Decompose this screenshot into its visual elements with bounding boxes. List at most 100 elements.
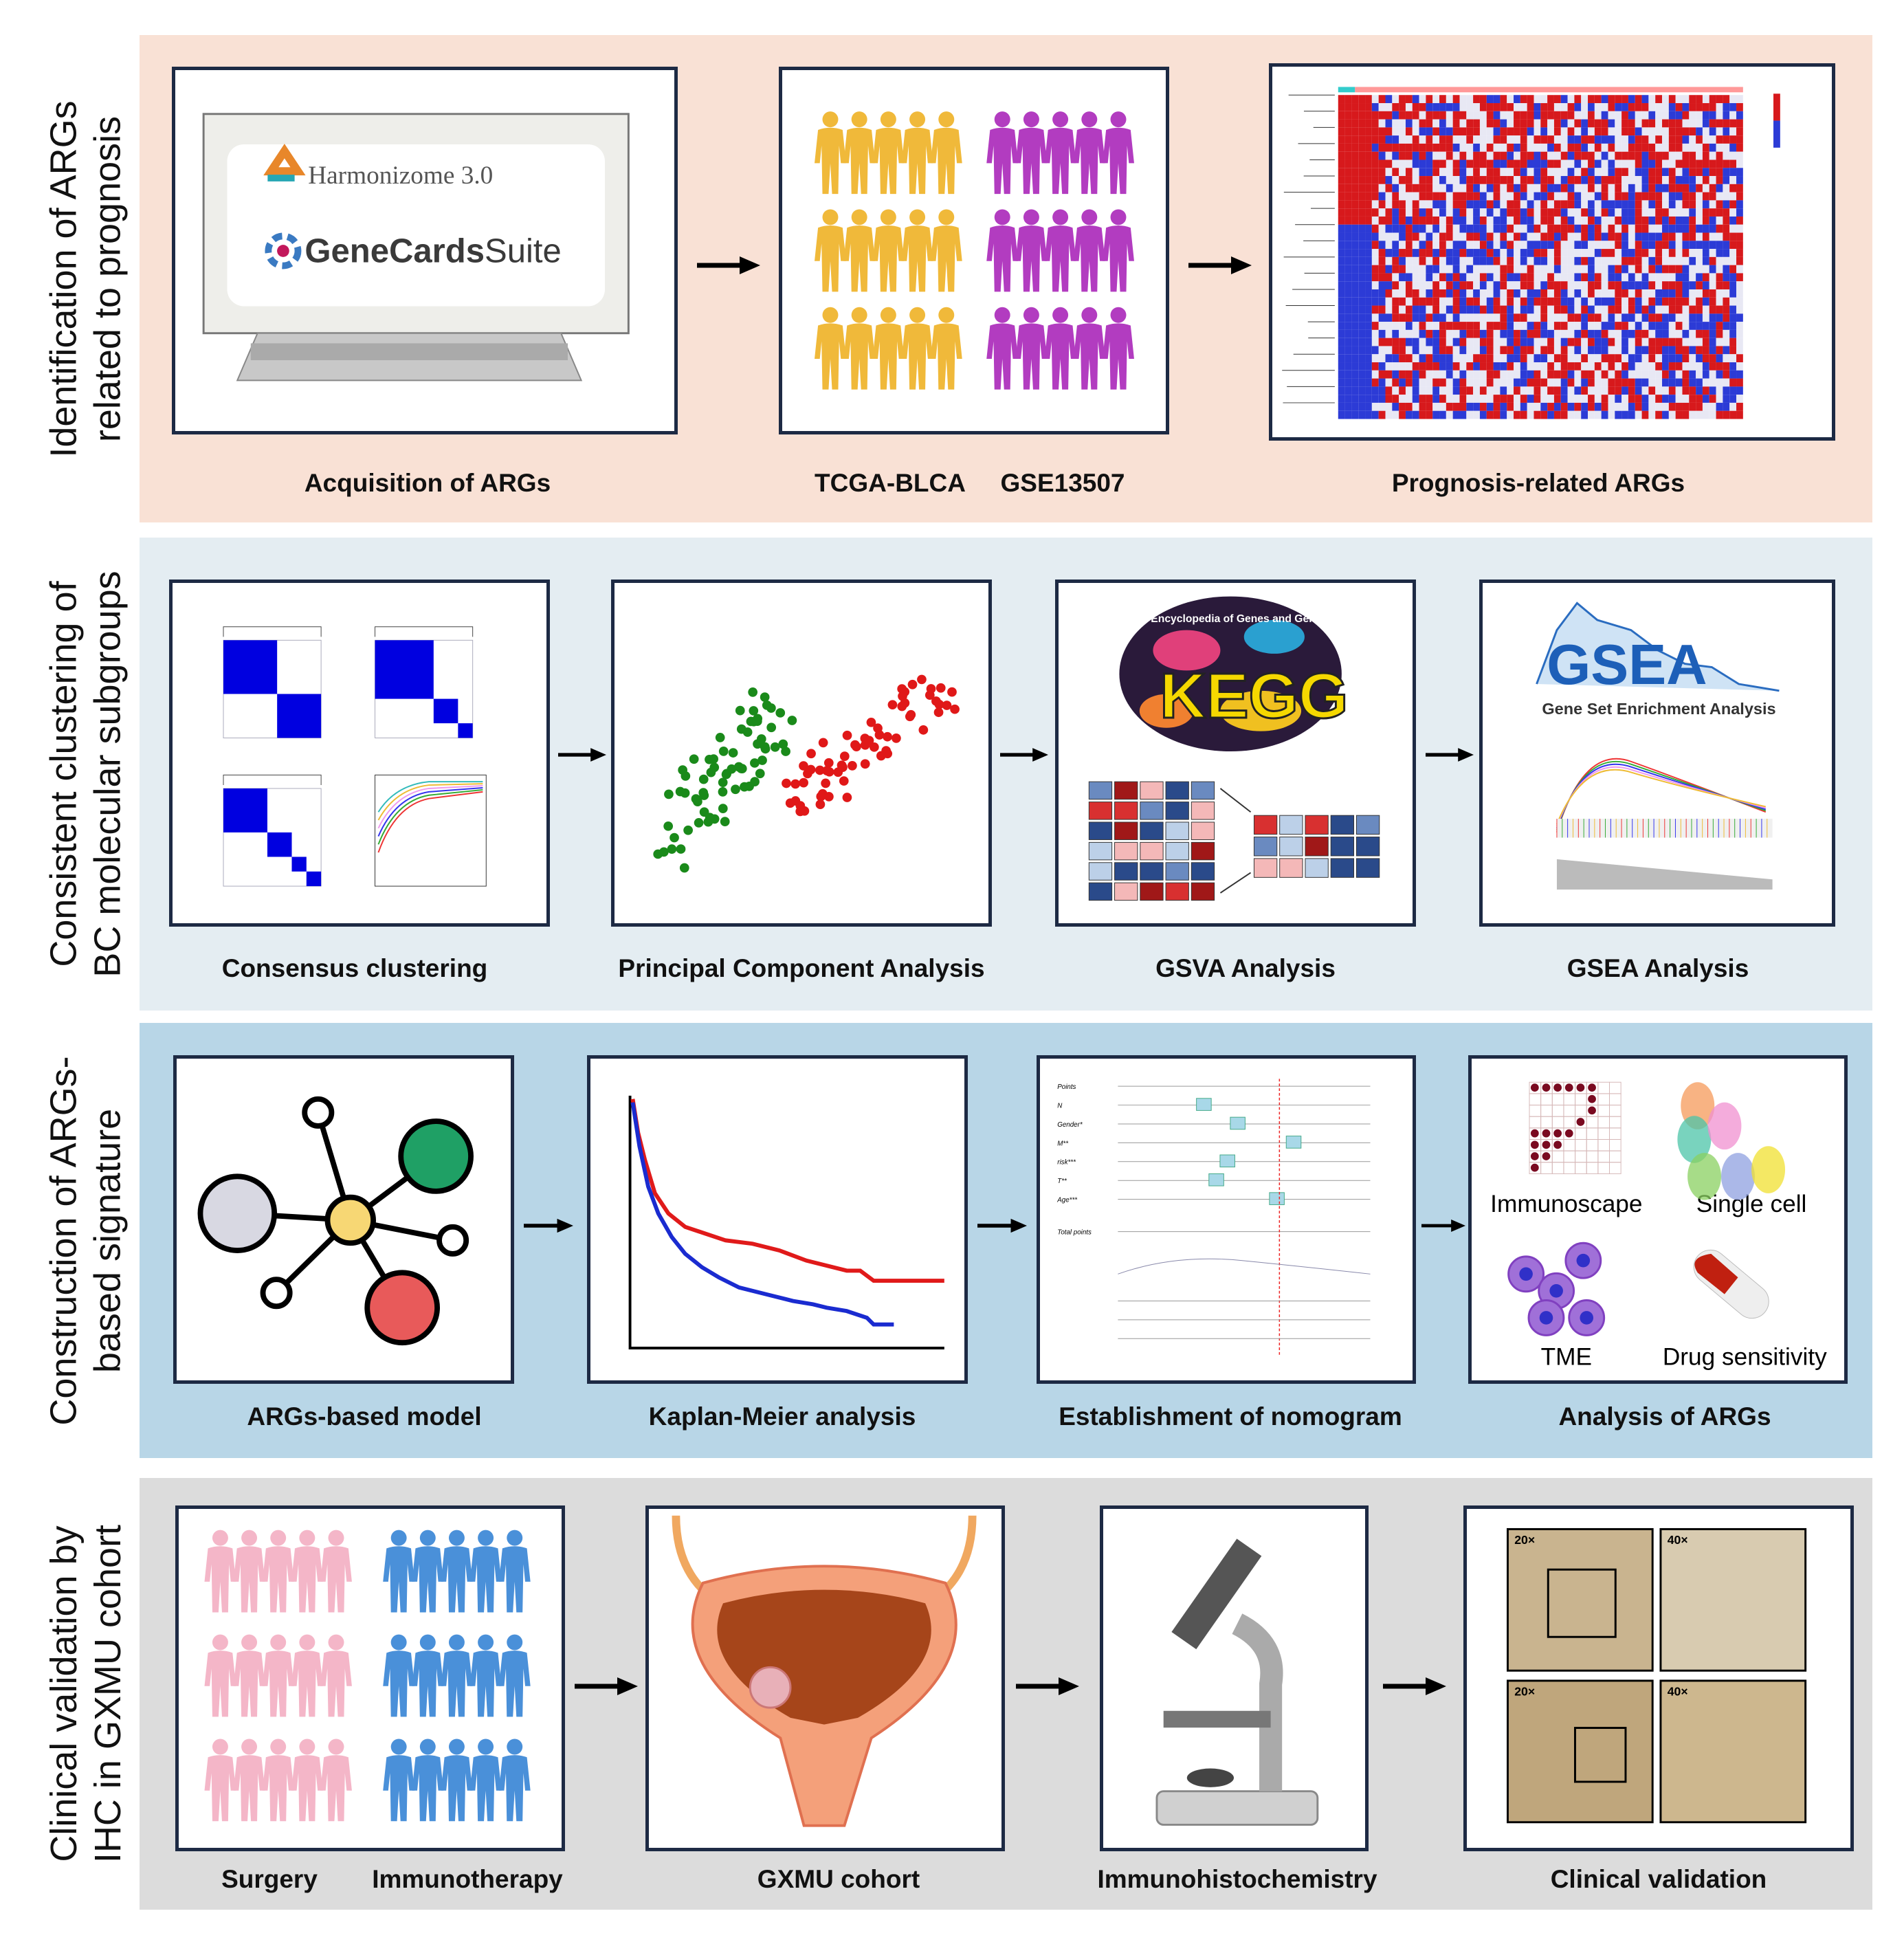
heatmap-cell	[1399, 95, 1406, 104]
heatmap-cell	[1689, 354, 1696, 363]
heatmap-cell	[1628, 378, 1635, 387]
heatmap-cell	[1459, 305, 1467, 314]
heatmap-cell	[1668, 151, 1676, 160]
heatmap-cell	[1493, 103, 1501, 111]
heatmap-cell	[1628, 95, 1635, 104]
heatmap-cell	[1473, 241, 1480, 250]
heatmap-cell	[1581, 256, 1588, 265]
heatmap-cell	[1479, 241, 1487, 250]
heatmap-cell	[1527, 362, 1534, 371]
heatmap-cell	[1662, 192, 1669, 201]
heatmap-cell	[1439, 281, 1446, 289]
heatmap-cell	[1588, 208, 1595, 217]
pca-point-green	[766, 703, 776, 713]
heatmap-cell	[1439, 111, 1446, 120]
heatmap-cell	[1405, 329, 1413, 338]
single-cell-label: Single cell	[1696, 1191, 1807, 1217]
heatmap-cell	[1574, 184, 1582, 192]
heatmap-cell	[1588, 402, 1595, 411]
heatmap-cell	[1365, 329, 1372, 338]
heatmap-cell	[1689, 200, 1696, 209]
heatmap-cell	[1520, 322, 1527, 330]
heatmap-cell	[1702, 176, 1709, 184]
heatmap-cell	[1560, 249, 1568, 257]
heatmap-cell	[1358, 192, 1366, 201]
heatmap-cell	[1736, 208, 1743, 217]
immunoscape-grid-cell	[1575, 1139, 1587, 1151]
heatmap-cell	[1648, 111, 1656, 120]
heatmap-cell	[1594, 273, 1602, 282]
heatmap-cell	[1385, 241, 1393, 250]
heatmap-cell	[1392, 305, 1399, 314]
heatmap-cell	[1405, 395, 1413, 403]
person-body	[262, 1546, 294, 1613]
heatmap-cell	[1432, 111, 1440, 120]
heatmap-cell	[1473, 313, 1480, 322]
heatmap-cell	[1466, 329, 1474, 338]
heatmap-cell	[1371, 329, 1379, 338]
heatmap-cell	[1729, 103, 1737, 111]
heatmap-cell	[1581, 111, 1588, 120]
heatmap-cell	[1668, 313, 1676, 322]
heatmap-cell	[1675, 346, 1683, 355]
person-body	[233, 1651, 265, 1717]
heatmap-cell	[1581, 176, 1588, 184]
heatmap-cell	[1385, 232, 1393, 241]
heatmap-cell	[1553, 370, 1561, 379]
cdf-line	[377, 791, 483, 853]
immunoscape-grid-cell	[1575, 1162, 1587, 1174]
heatmap-cell	[1574, 354, 1582, 363]
heatmap-cell	[1696, 395, 1703, 403]
heatmap-cell	[1574, 410, 1582, 419]
heatmap-cell	[1351, 256, 1359, 265]
heatmap-cell	[1709, 159, 1716, 168]
heatmap-cell	[1628, 168, 1635, 177]
heatmap-cell	[1459, 192, 1467, 201]
immunoscape-dot	[1588, 1083, 1596, 1092]
heatmap-cell	[1553, 200, 1561, 209]
heatmap-cell	[1662, 395, 1669, 403]
heatmap-cell	[1567, 256, 1575, 265]
heatmap-cell	[1371, 370, 1379, 379]
heatmap-cell	[1615, 265, 1622, 274]
heatmap-cell	[1371, 338, 1379, 346]
heatmap-cell	[1588, 184, 1595, 192]
heatmap-cell	[1486, 184, 1494, 192]
heatmap-cell	[1378, 241, 1386, 250]
heatmap-cell	[1594, 135, 1602, 144]
heatmap-cell	[1608, 119, 1615, 128]
heatmap-cell	[1446, 119, 1453, 128]
heatmap-cell	[1446, 208, 1453, 217]
heatmap-cell	[1527, 354, 1534, 363]
heatmap-cell	[1452, 289, 1460, 298]
heatmap-cell	[1452, 208, 1460, 217]
heatmap-cell	[1709, 103, 1716, 111]
heatmap-cell	[1628, 346, 1635, 355]
heatmap-cell	[1736, 313, 1743, 322]
heatmap-cell	[1641, 241, 1649, 250]
heatmap-cell	[1432, 313, 1440, 322]
heatmap-cell	[1682, 410, 1690, 419]
heatmap-cell	[1689, 305, 1696, 314]
heatmap-cell	[1405, 224, 1413, 233]
heatmap-cell	[1344, 151, 1352, 160]
heatmap-cell	[1392, 395, 1399, 403]
heatmap-cell	[1500, 192, 1507, 201]
heatmap-cell	[1459, 297, 1467, 306]
heatmap-cell	[1601, 386, 1608, 395]
heatmap-cell	[1527, 184, 1534, 192]
person-icon	[291, 1530, 323, 1613]
person-icon	[1103, 209, 1134, 292]
heatmap-cell	[1405, 216, 1413, 225]
heatmap-cell	[1399, 273, 1406, 282]
person-body	[412, 1546, 444, 1613]
heatmap-cell	[1615, 192, 1622, 201]
heatmap-cell	[1514, 232, 1520, 241]
single-cell-cluster	[1721, 1153, 1755, 1200]
heatmap-cell	[1419, 362, 1426, 371]
heatmap-cell	[1635, 378, 1642, 387]
heatmap-cell	[1378, 322, 1386, 330]
heatmap-cell	[1459, 395, 1467, 403]
heatmap-cell	[1392, 362, 1399, 371]
heatmap-cell	[1553, 151, 1561, 160]
